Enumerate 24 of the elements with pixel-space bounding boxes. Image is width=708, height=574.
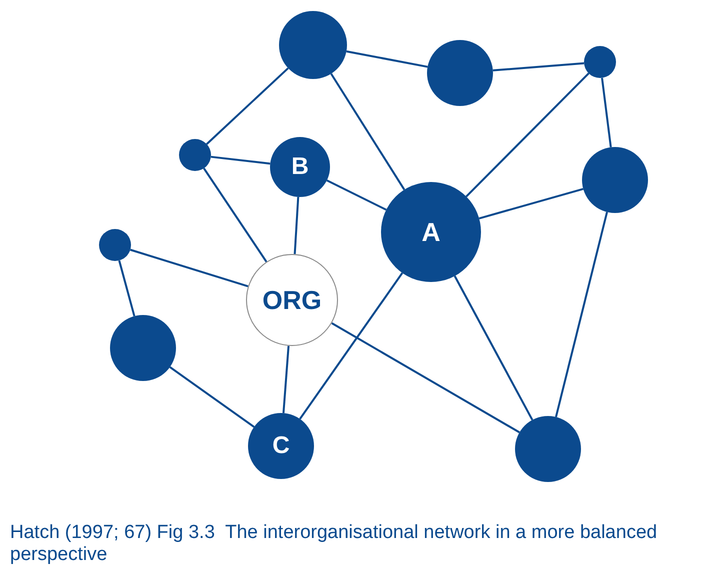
connector-line — [454, 276, 534, 420]
connector-line — [346, 50, 428, 68]
connector-line — [130, 248, 248, 288]
node-label: A — [422, 219, 440, 245]
connector-line — [210, 156, 270, 165]
connector-line — [294, 196, 300, 254]
connector-line — [282, 346, 290, 414]
connector-line — [331, 322, 520, 434]
connector-line — [299, 272, 404, 420]
connector-line — [555, 212, 608, 418]
connector-line — [206, 67, 289, 145]
node-label: B — [291, 155, 309, 179]
caption: Hatch (1997; 67) Fig 3.3 The interorganisational network in a more balanced perspective — [10, 522, 658, 566]
connector-line — [478, 188, 584, 220]
connector-line — [330, 73, 406, 190]
connector-line — [169, 366, 255, 428]
connector-line — [601, 78, 612, 148]
connector-line — [326, 179, 387, 211]
connector-line — [203, 168, 268, 262]
connector-line — [118, 260, 136, 316]
connector-line — [492, 62, 584, 72]
node-label: C — [272, 434, 290, 458]
connector-line — [466, 72, 590, 198]
node-label: ORG — [262, 287, 322, 313]
